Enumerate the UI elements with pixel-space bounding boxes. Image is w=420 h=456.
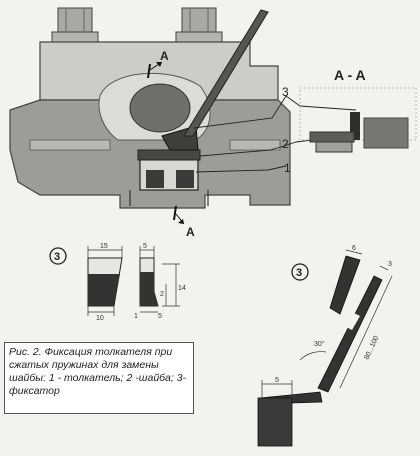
detail-ref-circle-left (49, 247, 67, 265)
tool-side-view (139, 246, 180, 313)
dim-bent-tip: 6 (352, 245, 356, 252)
dim-side-right-inner: 2 (160, 291, 164, 298)
dim-bent-width: 3 (388, 261, 392, 268)
figure-caption: Рис. 2. Фиксация толкателя при сжатых пр… (4, 342, 194, 414)
lever-rod (183, 9, 269, 137)
section-mark-top: A (160, 49, 169, 63)
section-fixator (350, 112, 360, 140)
section-a-a-view (299, 87, 417, 153)
tappet-hole (146, 170, 164, 188)
callout-3: 3 (282, 85, 289, 99)
section-line-a (147, 61, 185, 225)
callout-1: 1 (284, 161, 291, 175)
section-mark-bottom: A (186, 225, 195, 239)
section-shim (309, 131, 355, 143)
callout-2: 2 (282, 137, 289, 151)
dim-side-top: 5 (143, 243, 147, 250)
dim-bent-foot: 5 (275, 377, 279, 384)
detail-ref-circle-right (291, 263, 309, 281)
dim-front-top: 15 (100, 243, 108, 250)
cylinder-head-section (9, 7, 291, 209)
dim-side-right-outer: 14 (178, 285, 186, 292)
bent-fixator-tool (257, 249, 393, 447)
section-title: A - A (334, 67, 366, 83)
shim (137, 149, 201, 161)
dim-bent-length: 80...100 (363, 335, 380, 361)
dim-bent-angle: 30° (314, 340, 325, 348)
dim-front-bottom: 10 (96, 315, 104, 322)
section-tappet (315, 141, 353, 153)
detail-ref-left: 3 (54, 251, 60, 263)
dim-side-bottom-right: 5 (158, 313, 162, 320)
cam-lobe (129, 83, 191, 133)
camshaft-bearing-bolts (51, 7, 223, 43)
detail-ref-right: 3 (296, 267, 302, 279)
section-head-wall (363, 117, 409, 149)
tool-front-view (87, 246, 123, 316)
dim-side-bottom-left: 1 (134, 313, 138, 320)
